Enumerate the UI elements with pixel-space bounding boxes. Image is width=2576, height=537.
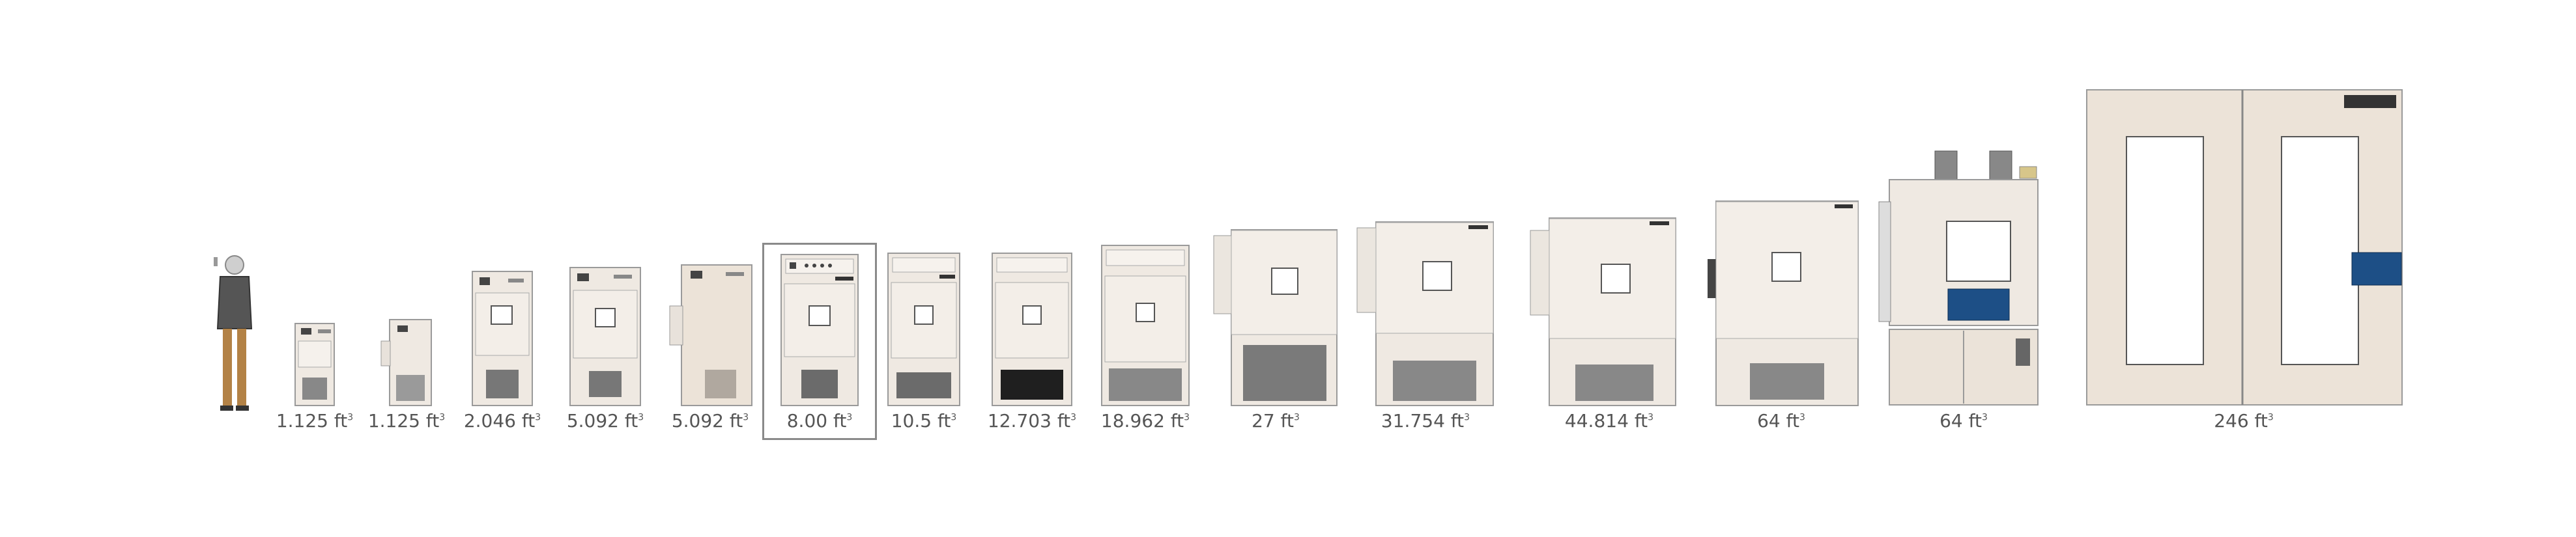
volume-label: 5.092 ft3	[566, 410, 644, 432]
volume-label: 246 ft3	[2214, 410, 2274, 432]
chamber-7[interactable]	[887, 253, 960, 406]
volume-label: 5.092 ft3	[671, 410, 749, 432]
chamber-2[interactable]	[380, 319, 433, 406]
volume-label: 10.5 ft3	[891, 410, 957, 432]
volume-label: 12.703 ft3	[987, 410, 1077, 432]
volume-label: 1.125 ft3	[276, 410, 354, 432]
person-scale-figure	[214, 255, 253, 411]
volume-label: 1.125 ft3	[367, 410, 446, 432]
chamber-3[interactable]	[472, 271, 533, 406]
volume-label: 64 ft3	[1939, 410, 1988, 432]
chamber-12[interactable]	[1530, 217, 1677, 406]
chamber-13[interactable]	[1707, 200, 1859, 406]
volume-label: 18.962 ft3	[1100, 410, 1190, 432]
chamber-8[interactable]	[992, 253, 1072, 406]
volume-label: 8.00 ft3	[786, 410, 853, 432]
chamber-4[interactable]	[569, 267, 641, 406]
chamber-5[interactable]	[668, 264, 753, 406]
volume-label: 31.754 ft3	[1381, 410, 1470, 432]
chamber-9[interactable]	[1101, 245, 1190, 406]
volume-label: 44.814 ft3	[1564, 410, 1654, 432]
chamber-14[interactable]	[1876, 148, 2051, 406]
volume-label: 27 ft3	[1252, 410, 1300, 432]
chamber-11[interactable]	[1356, 221, 1495, 406]
chamber-1[interactable]	[294, 323, 335, 406]
chamber-10[interactable]	[1213, 229, 1338, 406]
chamber-6[interactable]	[780, 254, 859, 406]
chamber-15[interactable]	[2086, 85, 2403, 406]
volume-label: 64 ft3	[1757, 410, 1805, 432]
volume-label: 2.046 ft3	[463, 410, 541, 432]
selected-item-frame[interactable]	[762, 243, 877, 440]
